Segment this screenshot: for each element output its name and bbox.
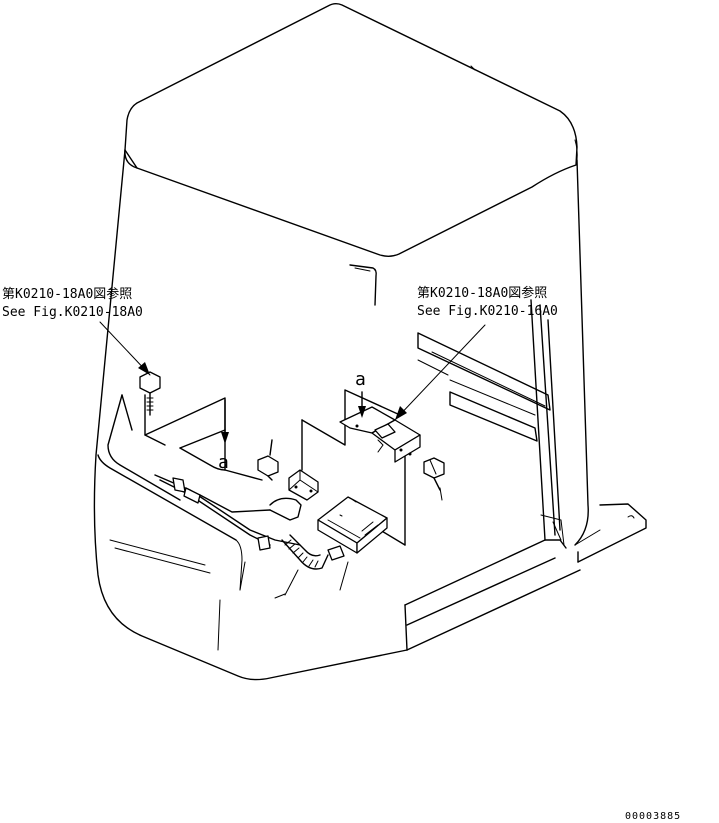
view-a-label-upper: a	[355, 369, 366, 390]
controller-mounting	[257, 389, 406, 554]
cab-body	[93, 149, 647, 681]
callout-leaders	[99, 321, 486, 421]
right-bracket-assembly	[339, 406, 445, 501]
left-ref-jp: 第K0210-18A0図参照	[2, 286, 132, 302]
left-ref-en: See Fig.K0210-18A0	[2, 305, 143, 320]
cab-roof	[124, 3, 578, 257]
right-ref-en: See Fig.K0210-16A0	[417, 304, 558, 319]
view-a-markers	[221, 391, 366, 444]
drawing-number: 00003885	[625, 811, 681, 822]
right-ref-jp: 第K0210-18A0図参照	[417, 285, 547, 301]
view-a-label-lower: a	[218, 452, 229, 473]
